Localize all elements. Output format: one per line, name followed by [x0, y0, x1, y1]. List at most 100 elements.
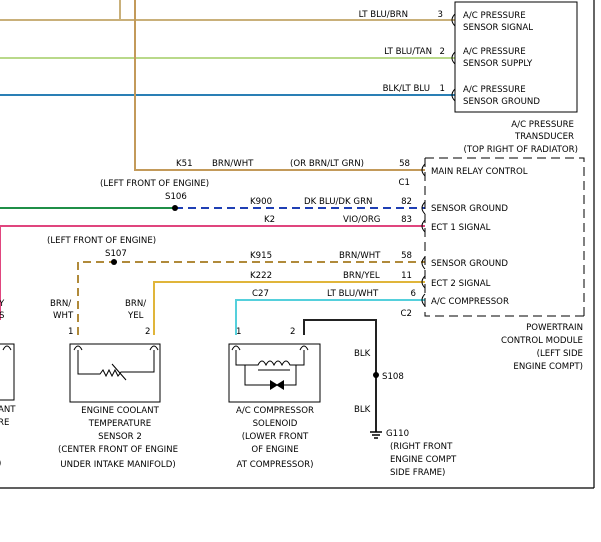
ect2-sensor-box	[69, 343, 161, 403]
k51-pin: 58	[399, 159, 410, 169]
compressor-label-3: (LOWER FRONT	[242, 432, 309, 442]
pcm-pin58b-connector	[421, 256, 426, 270]
pin1-connector	[451, 88, 456, 102]
ect2-pin1: 1	[68, 327, 73, 337]
pcm-pin11-connector	[421, 275, 426, 289]
diode-icon	[270, 380, 278, 390]
pcm-title-1: POWERTRAIN	[526, 323, 583, 333]
pin2-wire-label: LT BLU/TAN	[384, 47, 432, 57]
ect2-thermistor-icon	[77, 350, 155, 378]
k2-color: VIO/ORG	[343, 215, 380, 225]
pcm-ect1-signal: ECT 1 SIGNAL	[431, 223, 491, 233]
compressor-solenoid-box	[228, 343, 321, 403]
diode-wiring	[244, 365, 297, 386]
blk-label-1: BLK	[354, 349, 371, 359]
ect1-label-partial-2: RE	[0, 418, 9, 428]
wire-c27-lt-blu-wht	[235, 299, 425, 335]
blk-label-2: BLK	[354, 405, 371, 415]
g110-label: G110	[386, 429, 409, 439]
wire-blk-ground	[303, 319, 377, 432]
pressure-transducer-box	[454, 1, 578, 113]
pcm-title-2: CONTROL MODULE	[501, 336, 583, 346]
pin3-wire-label: LT BLU/BRN	[359, 10, 408, 20]
g110-location-2: ENGINE COMPT	[390, 455, 457, 465]
pin3-label2: SENSOR SIGNAL	[463, 23, 533, 33]
ect2-label-5: UNDER INTAKE MANIFOLD)	[60, 460, 175, 470]
compressor-pin-connectors	[231, 345, 309, 351]
pin2-label1: A/C PRESSURE	[463, 47, 526, 57]
k915-circuit: K915	[250, 251, 272, 261]
c27-circuit: C27	[252, 289, 269, 299]
pin3-number: 3	[438, 10, 443, 20]
ect2-label-1: ENGINE COOLANT	[81, 406, 159, 416]
pcm-pin82-connector	[421, 201, 426, 215]
diode-icon-2	[276, 380, 284, 390]
pin3-label1: A/C PRESSURE	[463, 11, 526, 21]
k51-color: BRN/WHT	[212, 159, 254, 169]
wire-brn-wht-main-relay	[134, 0, 425, 171]
s106-location: (LEFT FRONT OF ENGINE)	[100, 179, 209, 189]
compressor-label-1: A/C COMPRESSOR	[236, 406, 314, 416]
compressor-pin1: 1	[236, 327, 241, 337]
k51-alt: (OR BRN/LT GRN)	[290, 159, 364, 169]
pcm-box	[424, 157, 585, 317]
ect2-wire2-color-2: YEL	[127, 311, 144, 321]
ect1-wire-partial-2: S	[0, 311, 4, 321]
pin2-connector	[451, 51, 456, 65]
s107-splice-dot	[111, 259, 117, 265]
k222-pin: 11	[401, 271, 412, 281]
ect2-variable-arrow-icon	[111, 363, 127, 381]
compressor-label-5: AT COMPRESSOR)	[237, 460, 314, 470]
wire-k2-vio-org	[0, 225, 425, 320]
pcm-sensor-ground-2: SENSOR GROUND	[431, 259, 508, 269]
s107-location: (LEFT FRONT OF ENGINE)	[47, 236, 156, 246]
k900-circuit: K900	[250, 197, 272, 207]
k900-color: DK BLU/DK GRN	[304, 197, 372, 207]
pcm-pin58-connector	[421, 163, 426, 177]
ect2-pin-connectors	[73, 345, 159, 351]
compressor-pin2: 2	[290, 327, 295, 337]
ect1-wire-partial-1: Y	[0, 299, 5, 309]
ect2-wire2-color-1: BRN/	[125, 299, 146, 309]
ect2-pin2: 2	[145, 327, 150, 337]
ect2-label-4: (CENTER FRONT OF ENGINE	[58, 445, 178, 455]
pcm-title-3: (LEFT SIDE	[537, 349, 583, 359]
pcm-main-relay-label: MAIN RELAY CONTROL	[431, 167, 528, 177]
s106-splice-dot	[172, 205, 178, 211]
ect1-label-partial-1: ANT	[0, 405, 16, 415]
ground-icon	[370, 431, 382, 439]
wire-k915-dashed	[77, 261, 425, 335]
pin1-label1: A/C PRESSURE	[463, 85, 526, 95]
pcm-ac-compressor: A/C COMPRESSOR	[431, 297, 509, 307]
pin1-label2: SENSOR GROUND	[463, 97, 540, 107]
k915-color: BRN/WHT	[339, 251, 381, 261]
ect2-label-3: SENSOR 2	[98, 432, 142, 442]
k222-color: BRN/YEL	[343, 271, 380, 281]
pcm-ect2-signal: ECT 2 SIGNAL	[431, 279, 491, 289]
transducer-title-2: TRANSDUCER	[514, 132, 574, 142]
pcm-title-4: ENGINE COMPT)	[513, 362, 583, 372]
pin3-connector	[451, 13, 456, 27]
pcm-pin83-connector	[421, 219, 426, 233]
ect2-label-2: TEMPERATURE	[88, 419, 151, 429]
k222-circuit: K222	[250, 271, 272, 281]
pin1-wire-label: BLK/LT BLU	[383, 84, 430, 94]
ect1-sensor-box	[0, 343, 15, 401]
ect2-wire1-color-2: WHT	[53, 311, 74, 321]
pcm-sensor-ground-1: SENSOR GROUND	[431, 204, 508, 214]
s108-splice-dot	[373, 372, 379, 378]
g110-location-3: SIDE FRAME)	[390, 468, 445, 478]
solenoid-coil-icon	[235, 350, 305, 367]
pcm-pin6-connector	[421, 293, 426, 307]
s107-label: S107	[105, 249, 127, 259]
compressor-label-2: SOLENOID	[253, 419, 298, 429]
wire-k222-brn-yel	[153, 281, 425, 335]
c27-pin: 6	[411, 289, 416, 299]
ect2-wire1-color-1: BRN/	[50, 299, 71, 309]
g110-location-1: (RIGHT FRONT	[390, 442, 453, 452]
pin2-number: 2	[440, 47, 445, 57]
transducer-title-3: (TOP RIGHT OF RADIATOR)	[463, 145, 578, 155]
k2-circuit: K2	[264, 215, 275, 225]
s108-label: S108	[382, 372, 404, 382]
